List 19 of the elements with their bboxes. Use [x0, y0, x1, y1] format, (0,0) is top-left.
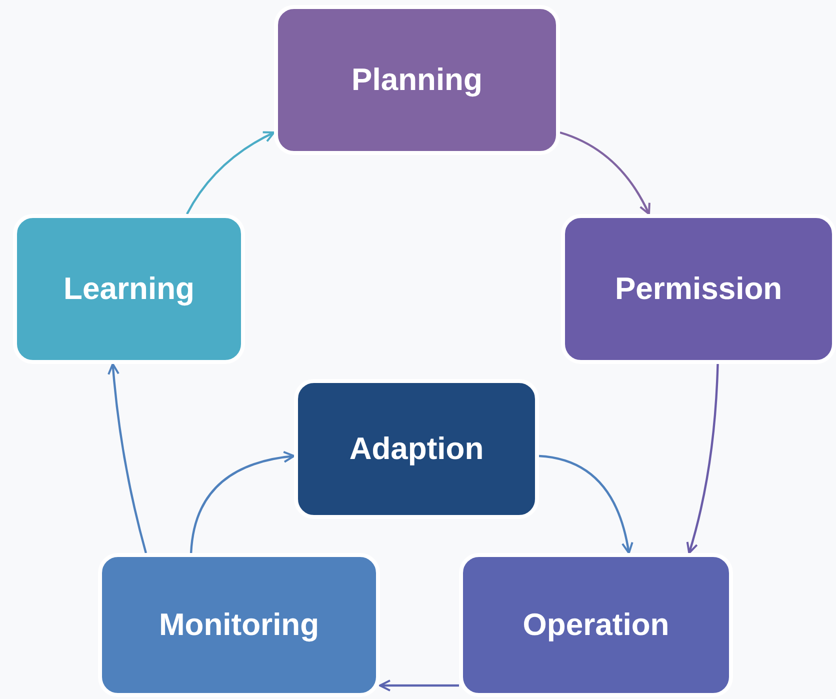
process-box	[294, 379, 539, 519]
process-box	[459, 553, 733, 697]
arrow	[108, 363, 147, 554]
arrow	[538, 454, 633, 554]
box-label: Adaption	[349, 431, 484, 467]
process-box	[561, 214, 836, 364]
box-label: Monitoring	[158, 607, 320, 643]
box-label: Permission	[614, 271, 782, 307]
arrow	[686, 364, 719, 554]
arrow	[190, 451, 295, 554]
arrow	[186, 131, 275, 215]
process-box	[98, 553, 380, 697]
process-box	[274, 5, 560, 155]
box-label: Operation	[522, 607, 670, 643]
process-box	[13, 214, 245, 364]
box-label: Planning	[352, 62, 482, 98]
arrow	[379, 679, 459, 692]
arrow	[560, 131, 650, 215]
box-label: Learning	[64, 271, 194, 307]
